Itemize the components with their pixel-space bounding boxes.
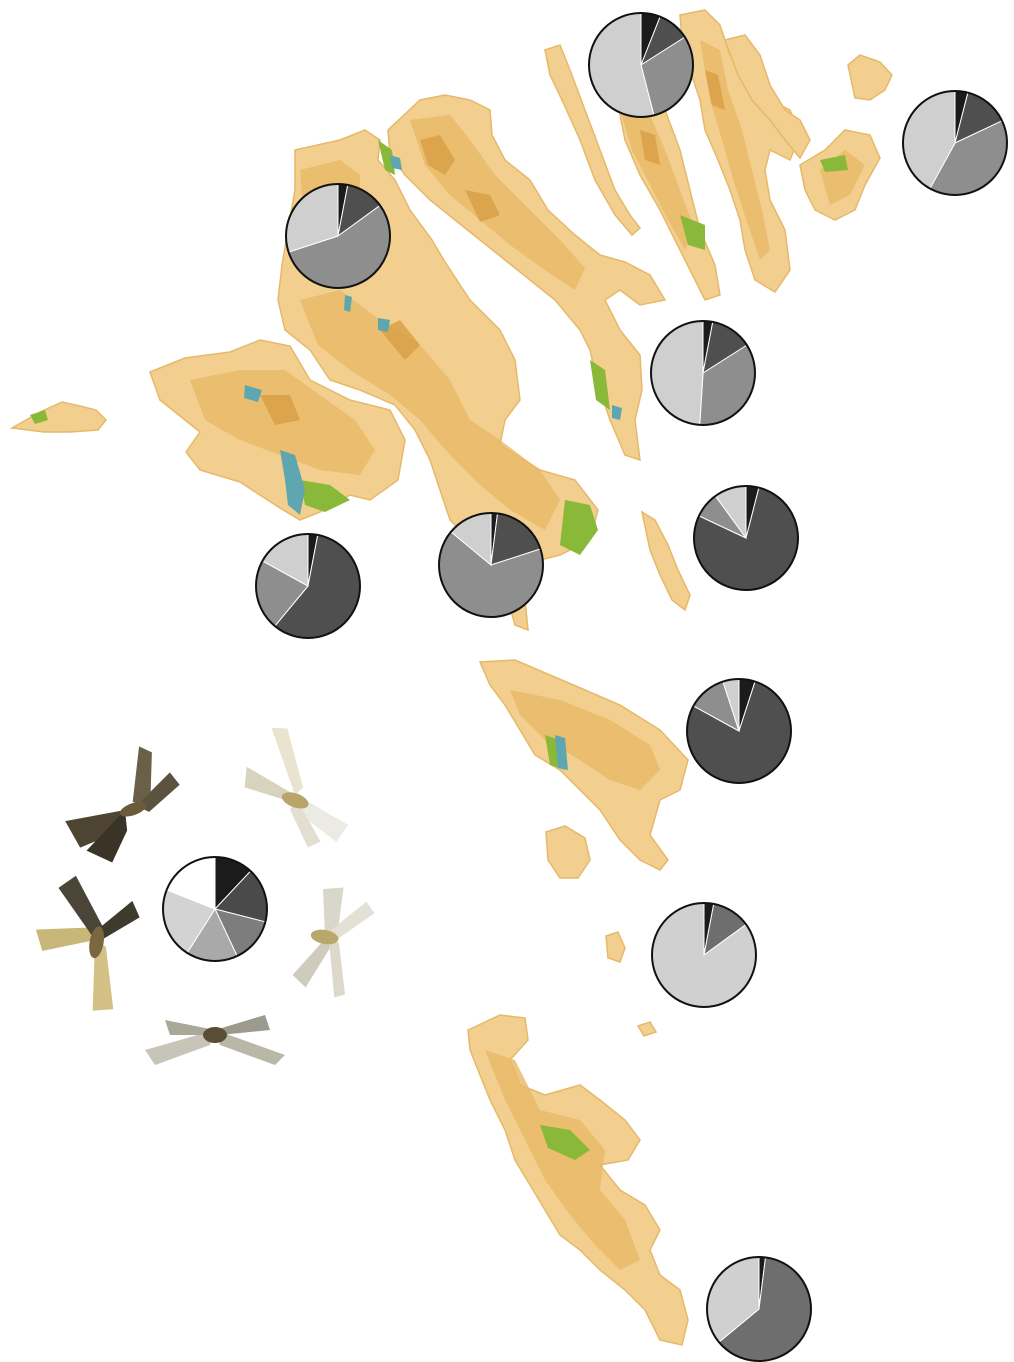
pies-layer	[255, 12, 1008, 1362]
moth-pale-icon	[244, 727, 348, 848]
moth-dark-icon	[65, 746, 180, 863]
pie-west-outline	[255, 533, 361, 639]
island-kalsoy	[544, 44, 642, 237]
pie-sandoy-outline	[686, 678, 792, 784]
pie-east-mid-outline	[693, 485, 799, 591]
pie-sandoy	[686, 678, 792, 784]
pie-north-top	[588, 12, 694, 118]
pie-central-east-slice-4	[650, 320, 704, 426]
pie-east-mid	[693, 485, 799, 591]
island-vidoy	[724, 34, 811, 160]
pie-northwest-outline	[285, 183, 391, 289]
moth-whitish-icon	[292, 887, 375, 998]
pie-central	[438, 512, 544, 618]
legend-pie	[162, 856, 268, 962]
pie-south-mid-outline	[651, 902, 757, 1008]
pie-east-outline	[902, 90, 1008, 196]
legend-pie-outline	[162, 856, 268, 962]
pie-west	[255, 533, 361, 639]
island-fugloy	[847, 54, 893, 101]
legend	[35, 727, 375, 1065]
pie-central-east	[650, 320, 756, 426]
pie-northwest	[285, 183, 391, 289]
island-west-islet	[9, 401, 108, 433]
pie-north-top-outline	[588, 12, 694, 118]
island-nolsoy	[640, 510, 691, 612]
island-litla-dimun	[636, 1021, 658, 1037]
peak-shading	[260, 70, 725, 425]
pie-south	[706, 1256, 812, 1362]
moth-grey-icon	[145, 1015, 285, 1065]
pie-central-east-outline	[650, 320, 756, 426]
lakes-layer	[244, 155, 622, 770]
pie-south-outline	[706, 1256, 812, 1362]
moth-yellow-icon	[35, 875, 140, 1011]
island-stora-dimun	[605, 931, 626, 963]
island-skuvoy	[545, 825, 591, 879]
pie-east	[902, 90, 1008, 196]
pie-south-mid	[651, 902, 757, 1008]
pie-central-outline	[438, 512, 544, 618]
